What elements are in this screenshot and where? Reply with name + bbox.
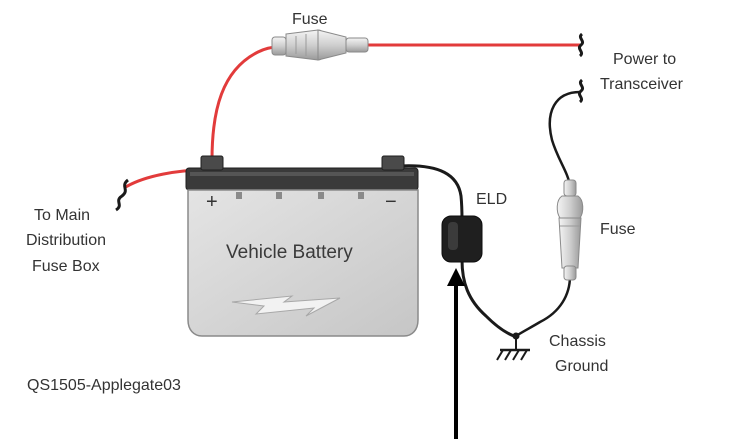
minus-sign: − bbox=[385, 191, 397, 213]
label-ground-line1: Chassis bbox=[549, 333, 606, 350]
chassis-ground-symbol bbox=[496, 332, 530, 361]
wire-end-squiggle-main bbox=[115, 178, 130, 212]
label-main-line3: Fuse Box bbox=[32, 258, 100, 275]
label-power-line2: Transceiver bbox=[600, 76, 684, 93]
eld-box-highlight bbox=[448, 222, 458, 250]
right-fuse bbox=[556, 179, 584, 281]
black-wire-battery-to-eld bbox=[399, 164, 464, 221]
label-power-line1: Power to bbox=[613, 51, 676, 68]
label-main-line2: Distribution bbox=[26, 232, 106, 249]
pointer-arrow-head bbox=[447, 268, 465, 286]
label-fuse-top: Fuse bbox=[292, 11, 328, 28]
label-eld: ELD bbox=[476, 191, 507, 208]
battery-label: Vehicle Battery bbox=[226, 242, 353, 263]
lightning-bolt-icon bbox=[231, 295, 341, 317]
black-wire-fuse-to-ground bbox=[515, 275, 572, 338]
black-wire-transceiver-to-fuse bbox=[548, 90, 581, 187]
label-fuse-right: Fuse bbox=[600, 221, 636, 238]
plus-sign: + bbox=[206, 191, 218, 213]
negative-terminal bbox=[381, 155, 405, 171]
label-ground-line2: Ground bbox=[555, 358, 608, 375]
red-wire-battery-to-fuse bbox=[210, 45, 279, 161]
top-fuse bbox=[271, 29, 369, 61]
wire-end-squiggle-power-red bbox=[577, 32, 585, 58]
caption: QS1505-Applegate03 bbox=[27, 377, 181, 394]
positive-terminal bbox=[200, 155, 224, 171]
vehicle-battery bbox=[185, 155, 419, 337]
label-main-line1: To Main bbox=[34, 207, 90, 224]
black-wire-eld-to-ground bbox=[460, 259, 515, 338]
wire-end-squiggle-power-black bbox=[577, 78, 585, 104]
